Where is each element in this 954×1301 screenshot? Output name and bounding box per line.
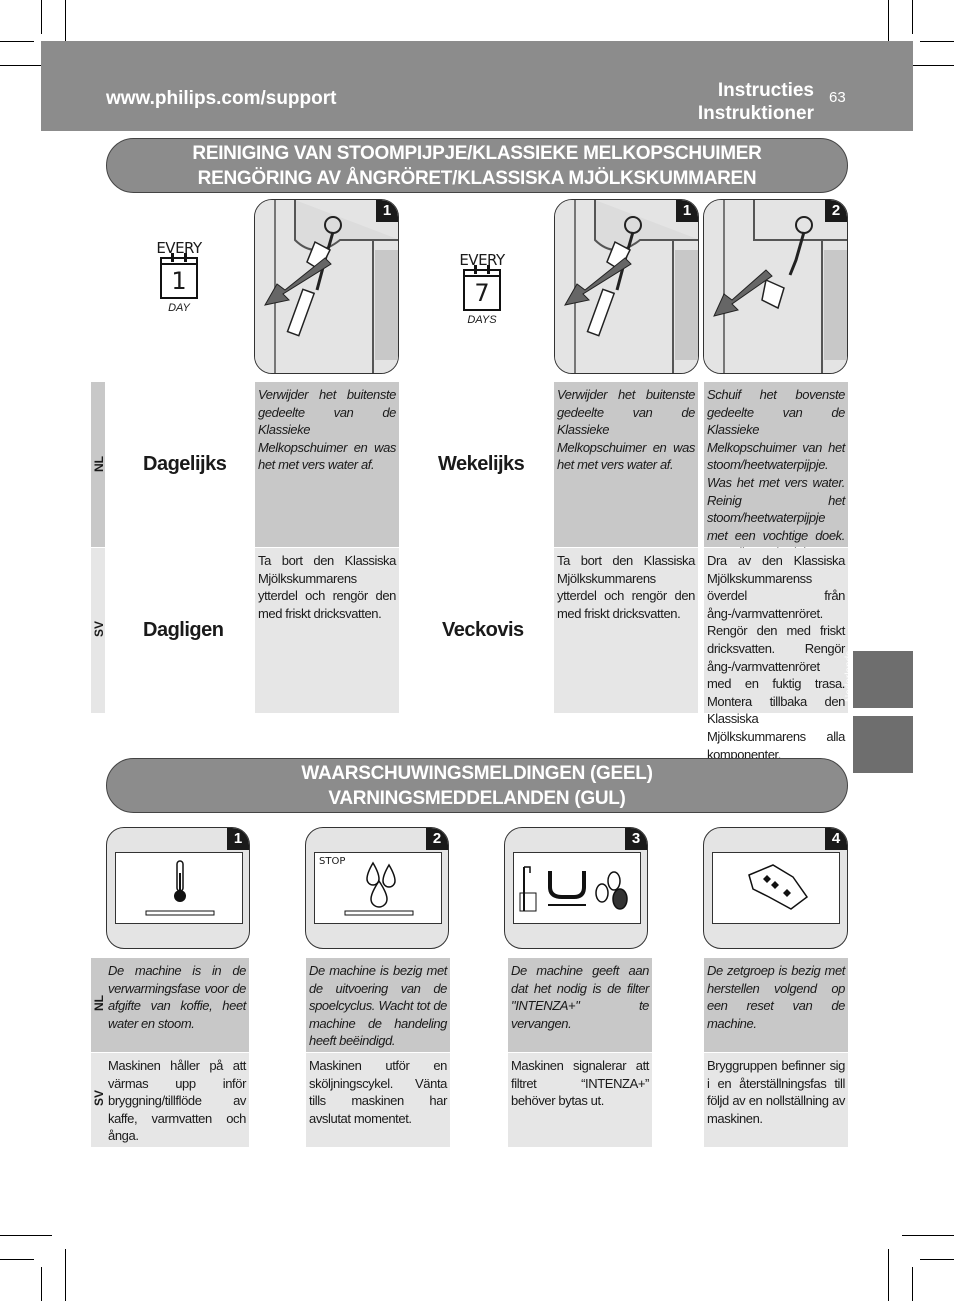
crop-mark bbox=[912, 1267, 913, 1301]
calendar-icon: 7 bbox=[463, 265, 501, 311]
crop-mark bbox=[920, 41, 954, 42]
lang-bar-nl bbox=[91, 958, 105, 1052]
warning-cell: De machine is bezig met de uitvoering va… bbox=[306, 958, 450, 1052]
side-tab-nederlands[interactable]: Nederlands bbox=[844, 651, 913, 708]
stop-label: STOP bbox=[319, 856, 346, 867]
every-unit: DAY bbox=[168, 302, 190, 314]
warning-cell: De machine is in de verwarmingsfase voor… bbox=[105, 958, 249, 1052]
lang-label-nl: NL bbox=[92, 995, 106, 1011]
section-title-nl: WAARSCHUWINGSMELDINGEN (GEEL) bbox=[301, 763, 653, 784]
warning-cell: De machine geeft aan dat het nodig is de… bbox=[508, 958, 652, 1052]
crop-mark bbox=[0, 1235, 52, 1236]
lang-bar-sv bbox=[91, 1053, 105, 1147]
side-tab-svenska[interactable]: Svenska bbox=[844, 716, 913, 773]
warning-cell: Maskinen signalerar att filtret “INTENZA… bbox=[508, 1053, 652, 1147]
warning-screen-2: 2 STOP bbox=[305, 827, 449, 949]
instruction-cell: Dra av den Klassiska Mjölkskummarenss öv… bbox=[704, 548, 848, 762]
instruction-cell: Ta bort den Klassiska Mjölkskummarens yt… bbox=[255, 548, 399, 713]
section-title-warnings: WAARSCHUWINGSMELDINGEN (GEEL) VARNINGSME… bbox=[106, 758, 848, 813]
warning-cell: Maskinen håller på att värmas upp inför … bbox=[105, 1053, 249, 1147]
warning-cell: De zetgroep is bezig met herstellen volg… bbox=[704, 958, 848, 1052]
display-screen: STOP bbox=[314, 852, 442, 924]
crop-mark bbox=[920, 1259, 954, 1260]
warning-screen-4: 4 bbox=[703, 827, 848, 949]
crop-mark bbox=[888, 1249, 889, 1301]
steam-wand-illustration bbox=[704, 200, 847, 373]
crop-mark bbox=[0, 41, 34, 42]
crop-mark bbox=[0, 1259, 34, 1260]
side-tab-label: Nederlands bbox=[844, 650, 855, 702]
warning-number-badge: 1 bbox=[227, 828, 249, 850]
frother-removal-illustration bbox=[255, 200, 398, 373]
header-title-nl: Instructies bbox=[717, 80, 814, 101]
lang-bar-nl bbox=[91, 382, 105, 547]
lang-label-nl: NL bbox=[92, 456, 106, 472]
page-number: 63 bbox=[829, 89, 846, 106]
every-word: EVERY bbox=[459, 251, 505, 269]
frequency-daily-nl: Dagelijks bbox=[143, 453, 227, 475]
filter-and-beans-icon bbox=[519, 866, 628, 912]
crop-mark bbox=[888, 0, 889, 52]
header-title-sv: Instruktioner bbox=[697, 103, 814, 124]
lang-label-sv: SV bbox=[92, 1089, 106, 1106]
every-day-icon: EVERY 1 DAY bbox=[150, 239, 208, 314]
warning-screen-1: 1 bbox=[106, 827, 250, 949]
instruction-cell: Ta bort den Klassiska Mjölkskummarens yt… bbox=[554, 548, 698, 713]
step-number-badge: 1 bbox=[676, 200, 698, 222]
calendar-number: 1 bbox=[171, 267, 187, 295]
lang-label-sv: SV bbox=[92, 620, 106, 637]
illustration-weekly-step2: 2 bbox=[703, 199, 848, 374]
warning-number-badge: 2 bbox=[426, 828, 448, 850]
step-number-badge: 1 bbox=[376, 200, 398, 222]
crop-mark bbox=[0, 65, 52, 66]
warning-cell: Bryggruppen befinner sig i en återställn… bbox=[704, 1053, 848, 1147]
crop-mark bbox=[902, 1235, 954, 1236]
frother-removal-illustration bbox=[555, 200, 698, 373]
warning-cell: Maskinen utför en sköljningscykel. Vänta… bbox=[306, 1053, 450, 1147]
instruction-cell: Verwijder het buitenste gedeelte van de … bbox=[255, 382, 399, 547]
warning-number-badge: 4 bbox=[825, 828, 847, 850]
calendar-icon: 1 bbox=[160, 253, 198, 299]
section-title-sv: VARNINGSMEDDELANDEN (GUL) bbox=[328, 788, 626, 809]
support-url-link[interactable]: www.philips.com/support bbox=[106, 88, 337, 109]
crop-mark bbox=[41, 0, 42, 34]
illustration-daily-step1: 1 bbox=[254, 199, 399, 374]
every-unit: DAYS bbox=[467, 314, 497, 326]
thermometer-icon bbox=[145, 860, 215, 916]
instruction-cell: Verwijder het buitenste gedeelte van de … bbox=[554, 382, 698, 547]
section-title-sv: RENGÖRING AV ÅNGRÖRET/KLASSISKA MJÖLKSKU… bbox=[197, 168, 757, 189]
crop-mark bbox=[902, 65, 954, 66]
crop-mark bbox=[65, 0, 66, 52]
lang-bar-sv bbox=[91, 548, 105, 713]
step-number-badge: 2 bbox=[825, 200, 847, 222]
section-title-nl: REINIGING VAN STOOMPIJPJE/KLASSIEKE MELK… bbox=[192, 143, 762, 164]
every-word: EVERY bbox=[156, 239, 202, 257]
water-drops-icon bbox=[344, 861, 414, 916]
crop-mark bbox=[41, 1267, 42, 1301]
calendar-number: 7 bbox=[474, 279, 490, 307]
instruction-cell: Schuif het bovenste gedeelte van de Klas… bbox=[704, 382, 848, 613]
brew-group-icon bbox=[748, 864, 809, 910]
every-week-icon: EVERY 7 DAYS bbox=[453, 251, 511, 326]
display-screen bbox=[115, 852, 243, 924]
header-band bbox=[41, 41, 913, 131]
display-screen bbox=[712, 852, 840, 924]
frequency-weekly-nl: Wekelijks bbox=[438, 453, 525, 475]
display-screen bbox=[513, 852, 641, 924]
frequency-weekly-sv: Veckovis bbox=[442, 619, 524, 641]
frequency-daily-sv: Dagligen bbox=[143, 619, 224, 641]
crop-mark bbox=[912, 0, 913, 34]
warning-number-badge: 3 bbox=[625, 828, 647, 850]
crop-mark bbox=[65, 1249, 66, 1301]
warning-screen-3: 3 bbox=[504, 827, 648, 949]
illustration-weekly-step1: 1 bbox=[554, 199, 699, 374]
section-title-cleaning: REINIGING VAN STOOMPIJPJE/KLASSIEKE MELK… bbox=[106, 138, 848, 193]
